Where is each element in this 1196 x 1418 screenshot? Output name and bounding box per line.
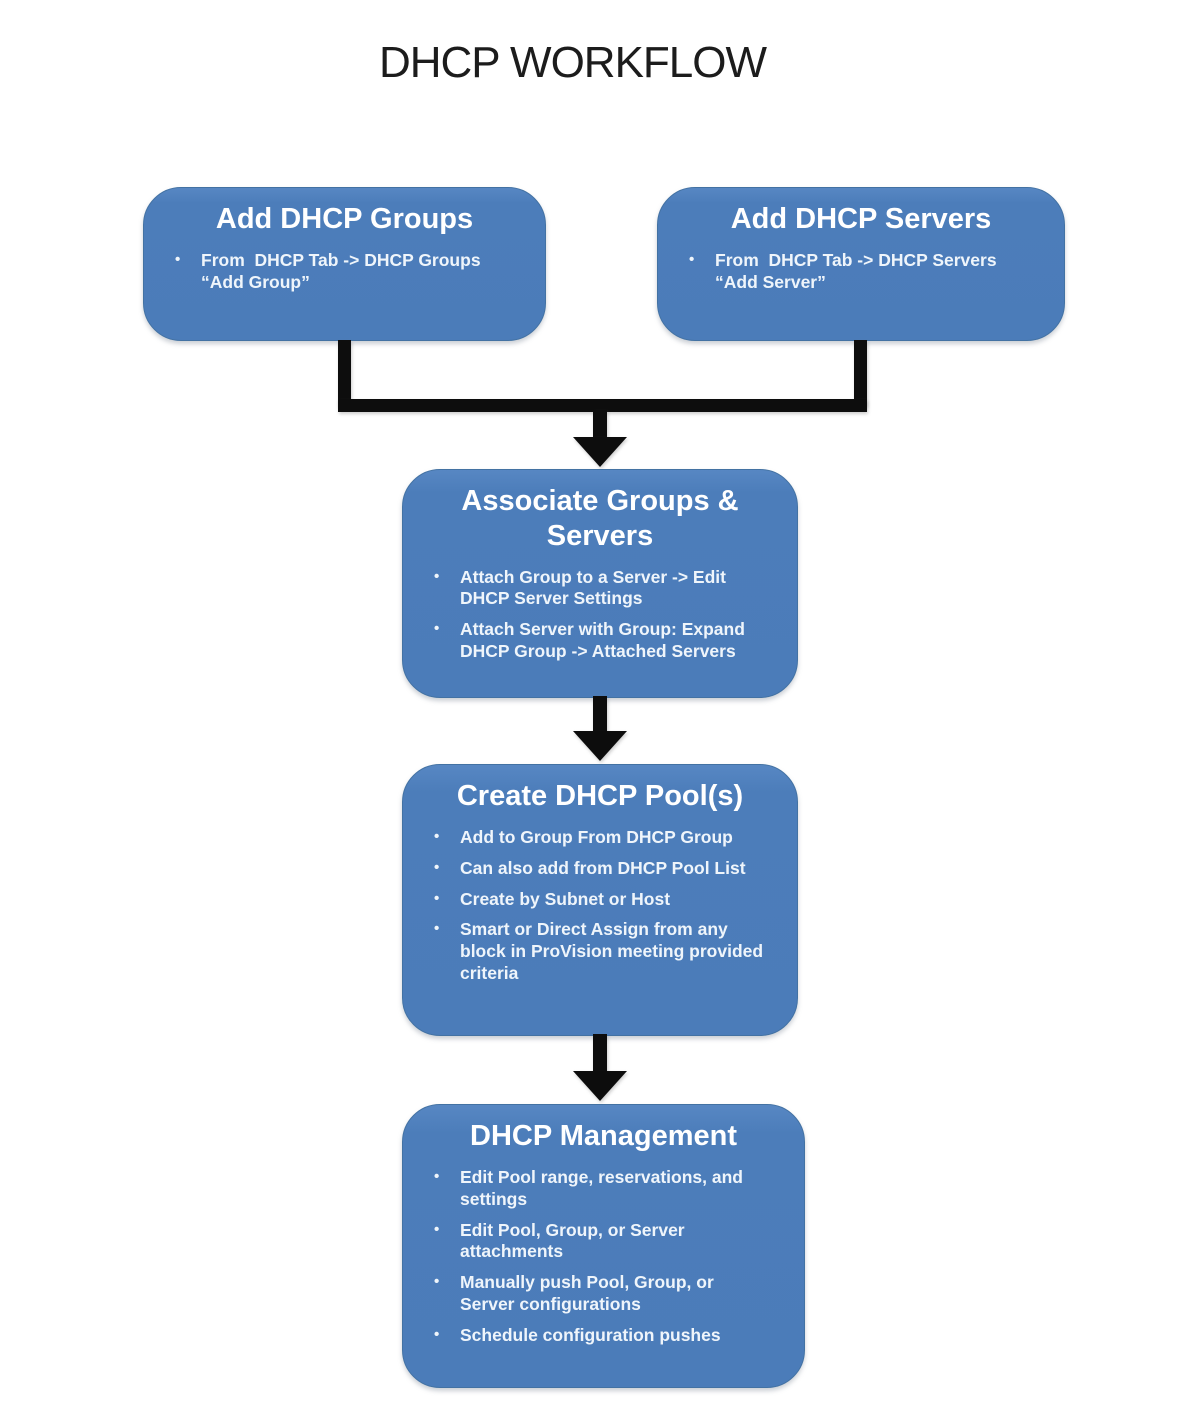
node-associate-groups-servers: Associate Groups & Servers Attach Group …	[402, 469, 798, 698]
arrow-to-management-head	[573, 1071, 627, 1101]
node-add-dhcp-servers: Add DHCP Servers From DHCP Tab -> DHCP S…	[657, 187, 1065, 341]
node-bullet: From DHCP Tab -> DHCP Groups “Add Group”	[172, 250, 515, 294]
arrow-to-associate-stem	[593, 410, 607, 439]
node-bullet: Edit Pool, Group, or Server attachments	[431, 1220, 774, 1264]
node-bullet: Can also add from DHCP Pool List	[431, 858, 767, 880]
arrow-to-management-stem	[593, 1034, 607, 1073]
node-bullet: Attach Group to a Server -> Edit DHCP Se…	[431, 567, 767, 611]
arrow-to-associate-head	[573, 437, 627, 467]
node-bullet: Edit Pool range, reservations, and setti…	[431, 1167, 774, 1211]
node-bullet-list: From DHCP Tab -> DHCP Groups “Add Group”	[162, 250, 527, 294]
connector-merge-bar	[338, 399, 867, 412]
node-heading: Add DHCP Servers	[730, 203, 992, 235]
node-heading: DHCP Management	[470, 1120, 737, 1152]
node-create-dhcp-pools: Create DHCP Pool(s) Add to Group From DH…	[402, 764, 798, 1036]
node-bullet: Add to Group From DHCP Group	[431, 827, 767, 849]
node-bullet: Create by Subnet or Host	[431, 889, 767, 911]
node-bullet-list: From DHCP Tab -> DHCP Servers “Add Serve…	[676, 250, 1046, 294]
node-bullet: Smart or Direct Assign from any block in…	[431, 919, 767, 985]
connector-merge-left-line	[338, 340, 351, 406]
node-bullet: Manually push Pool, Group, or Server con…	[431, 1272, 774, 1316]
connector-merge-right-line	[854, 340, 867, 406]
arrow-to-pools-head	[573, 731, 627, 761]
node-bullet-list: Edit Pool range, reservations, and setti…	[421, 1167, 786, 1347]
node-bullet: From DHCP Tab -> DHCP Servers “Add Serve…	[686, 250, 1034, 294]
node-add-dhcp-groups: Add DHCP Groups From DHCP Tab -> DHCP Gr…	[143, 187, 546, 341]
node-bullet: Attach Server with Group: Expand DHCP Gr…	[431, 619, 767, 663]
node-bullet-list: Add to Group From DHCP Group Can also ad…	[421, 827, 779, 985]
diagram-title: DHCP WORKFLOW	[378, 38, 767, 87]
node-bullet-list: Attach Group to a Server -> Edit DHCP Se…	[421, 567, 779, 664]
node-dhcp-management: DHCP Management Edit Pool range, reserva…	[402, 1104, 805, 1388]
node-bullet: Schedule configuration pushes	[431, 1325, 774, 1347]
node-heading: Associate Groups & Servers	[461, 485, 739, 552]
arrow-to-pools-stem	[593, 696, 607, 733]
node-heading: Add DHCP Groups	[215, 203, 474, 235]
node-heading: Create DHCP Pool(s)	[456, 780, 744, 812]
